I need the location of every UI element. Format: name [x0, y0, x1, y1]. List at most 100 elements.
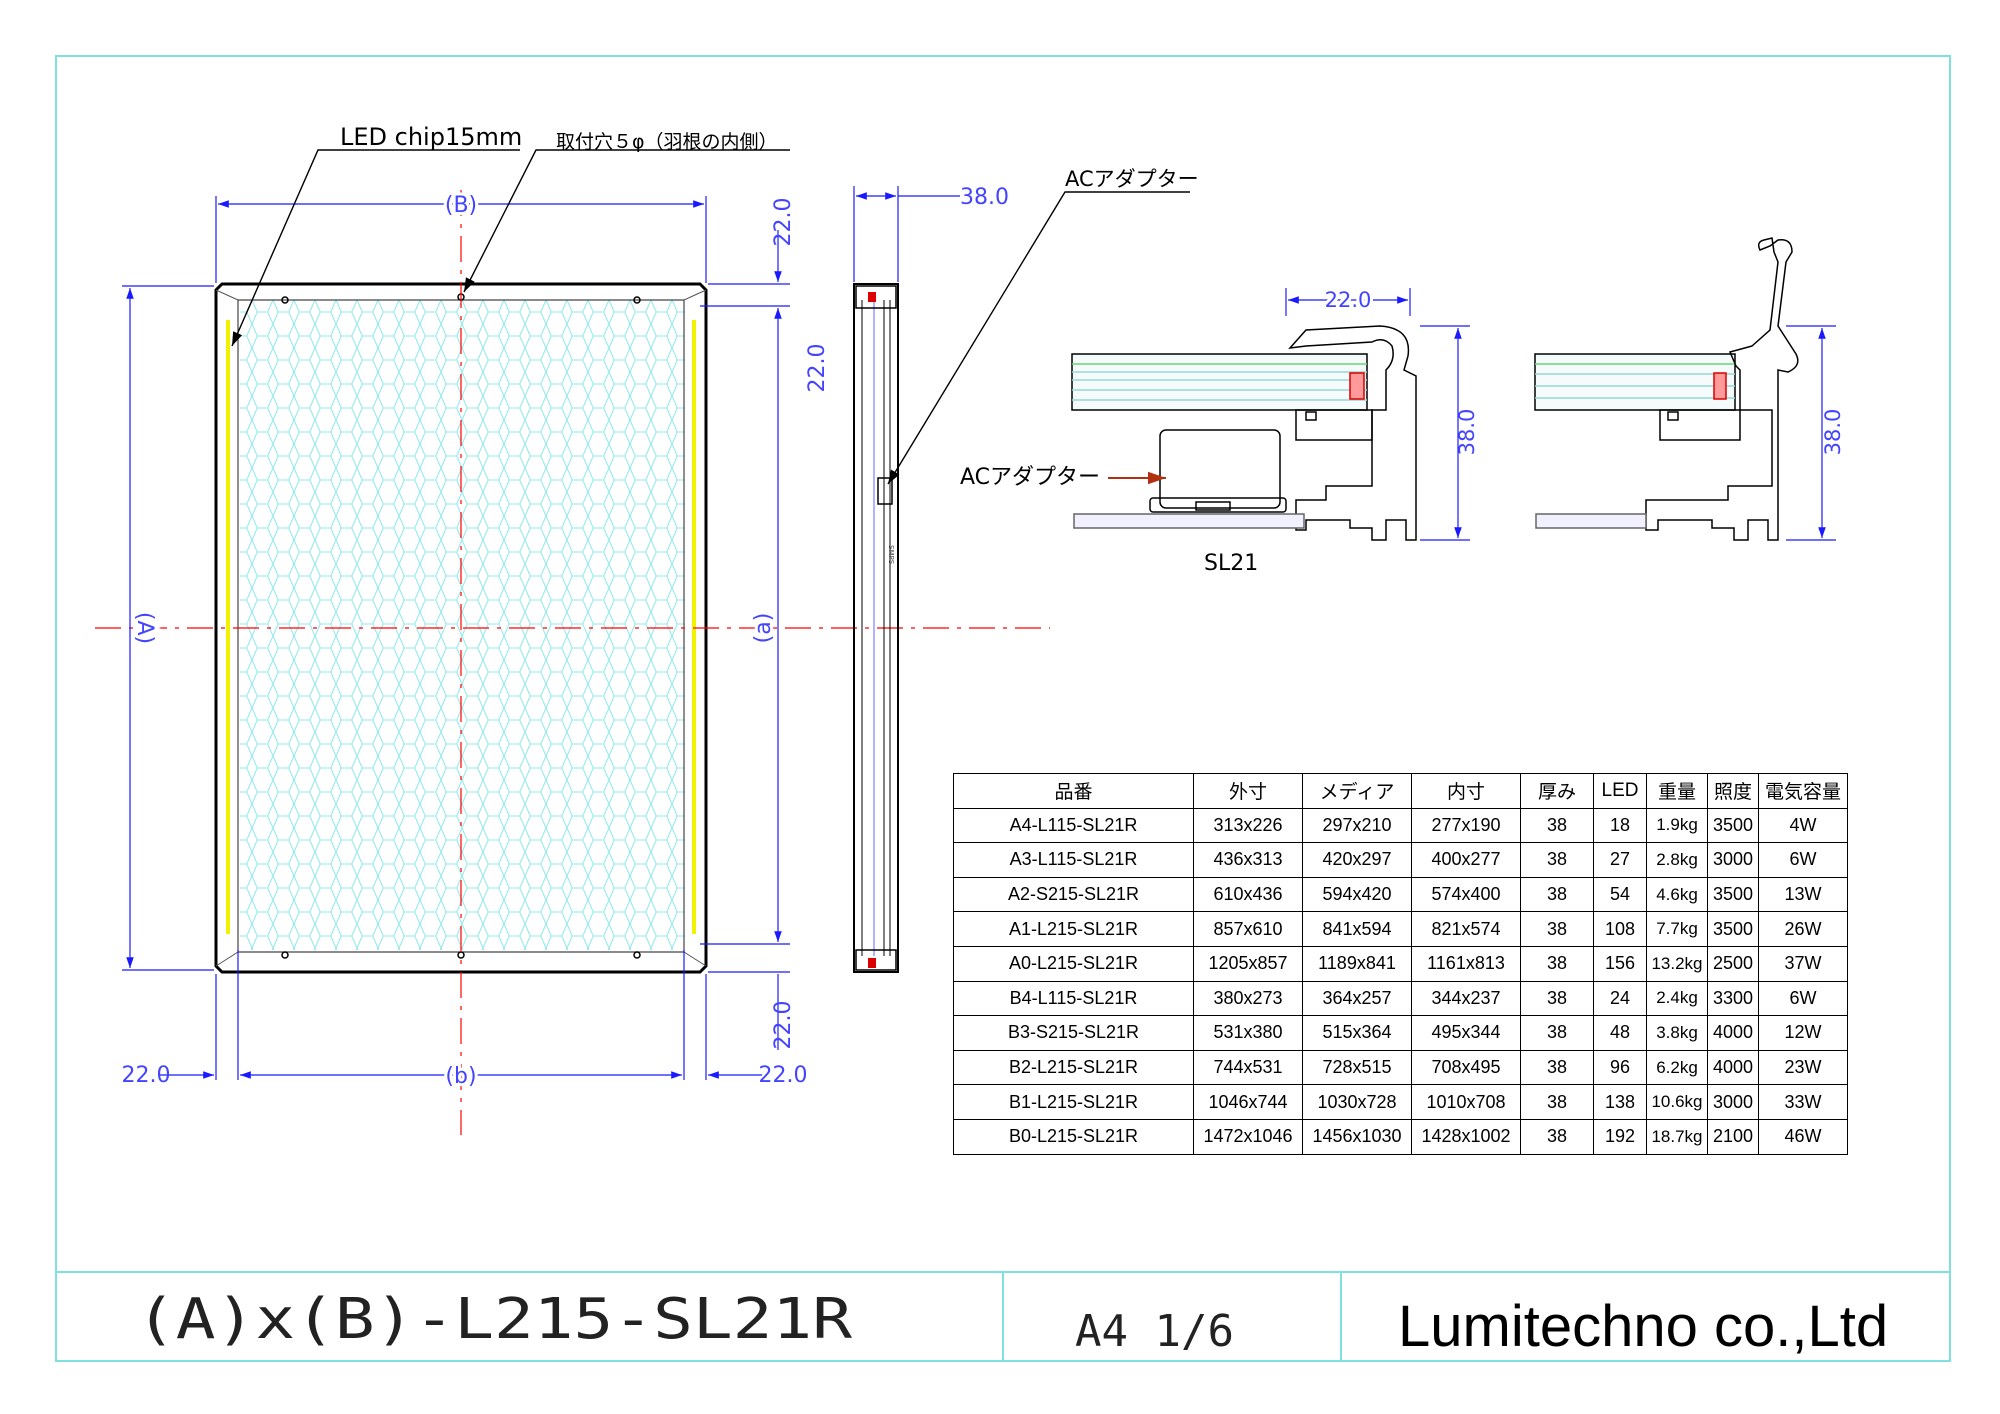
- table-cell: 495x344: [1411, 1015, 1521, 1051]
- table-cell: 3500: [1707, 911, 1759, 947]
- smps-mark: SMPS: [887, 545, 895, 565]
- dim-margin-right: 22.0: [759, 1063, 808, 1088]
- table-cell: 2.8kg: [1646, 842, 1708, 878]
- table-cell: 4000: [1707, 1015, 1759, 1051]
- table-cell: 12W: [1758, 1015, 1848, 1051]
- table-cell: 708x495: [1411, 1049, 1521, 1086]
- table-cell: 48: [1593, 1015, 1647, 1051]
- table-cell: 400x277: [1411, 842, 1521, 878]
- table-cell: B0-L215-SL21R: [953, 1118, 1194, 1155]
- column-header: LED: [1593, 773, 1647, 809]
- table-cell: 38: [1520, 980, 1594, 1017]
- dim-margin-bottom: 22.0: [771, 1001, 796, 1050]
- table-cell: 1046x744: [1193, 1084, 1303, 1120]
- table-cell: 420x297: [1302, 842, 1412, 878]
- table-cell: 1205x857: [1193, 945, 1303, 982]
- table-cell: 108: [1593, 911, 1647, 947]
- table-cell: 1161x813: [1411, 945, 1521, 982]
- table-cell: 594x420: [1302, 876, 1412, 913]
- dim-section1-height: 38.0: [1455, 409, 1479, 456]
- table-cell: 10.6kg: [1646, 1084, 1708, 1120]
- honeycomb-area: [240, 300, 685, 950]
- table-cell: 2500: [1707, 945, 1759, 982]
- column-header: 厚み: [1520, 773, 1594, 809]
- center-lines: [95, 190, 1050, 1135]
- label-ac-adapter-section: ACアダプター: [960, 465, 1100, 490]
- panel-front-view: [95, 190, 1050, 1135]
- table-cell: 4000: [1707, 1049, 1759, 1086]
- table-cell: 38: [1520, 1015, 1594, 1051]
- table-cell: 24: [1593, 980, 1647, 1017]
- table-cell: 3300: [1707, 980, 1759, 1017]
- title-part-number: (A)x(B)-L215-SL21R: [136, 1287, 852, 1352]
- table-cell: 38: [1520, 1118, 1594, 1155]
- table-cell: 18.7kg: [1646, 1118, 1708, 1155]
- table-cell: 3000: [1707, 1084, 1759, 1120]
- leader-ac-adapter: [887, 191, 1190, 485]
- column-header: 電気容量: [1758, 773, 1848, 809]
- spec-table: 品番 外寸 メディア 内寸 厚み LED 重量 照度 電気容量 A4-L115-…: [953, 773, 1848, 1155]
- column-header: 重量: [1646, 773, 1708, 809]
- table-cell: 156: [1593, 945, 1647, 982]
- cross-section-sl21: [1071, 325, 1417, 541]
- table-cell: 18: [1593, 807, 1647, 844]
- panel-side-view: [853, 283, 899, 973]
- table-cell: 380x273: [1193, 980, 1303, 1017]
- table-cell: 3000: [1707, 842, 1759, 878]
- dim-thickness: 38.0: [960, 185, 1009, 210]
- table-cell: 6.2kg: [1646, 1049, 1708, 1086]
- table-cell: 344x237: [1411, 980, 1521, 1017]
- table-cell: 2.4kg: [1646, 980, 1708, 1017]
- table-cell: A1-L215-SL21R: [953, 911, 1194, 947]
- dim-margin-top-inner: 22.0: [805, 344, 830, 393]
- table-cell: 857x610: [1193, 911, 1303, 947]
- table-cell: 27: [1593, 842, 1647, 878]
- table-cell: 297x210: [1302, 807, 1412, 844]
- table-cell: B3-S215-SL21R: [953, 1015, 1194, 1051]
- column-header: メディア: [1302, 773, 1412, 809]
- table-cell: 46W: [1758, 1118, 1848, 1155]
- table-cell: 841x594: [1302, 911, 1412, 947]
- table-cell: A0-L215-SL21R: [953, 945, 1194, 982]
- table-cell: 38: [1520, 1084, 1594, 1120]
- leader-lines: [231, 149, 790, 347]
- table-cell: 13W: [1758, 876, 1848, 913]
- table-cell: 436x313: [1193, 842, 1303, 878]
- column-header: 外寸: [1193, 773, 1303, 809]
- table-cell: 610x436: [1193, 876, 1303, 913]
- dim-section-width: 22.0: [1325, 288, 1372, 312]
- table-cell: 515x364: [1302, 1015, 1412, 1051]
- table-cell: 38: [1520, 911, 1594, 947]
- table-cell: 1428x1002: [1411, 1118, 1521, 1155]
- title-sheet: A4 1/6: [1075, 1306, 1234, 1357]
- dim-width-inner: (b): [445, 1064, 476, 1089]
- dim-height-inner: (a): [751, 613, 776, 644]
- table-cell: A2-S215-SL21R: [953, 876, 1194, 913]
- table-cell: B2-L215-SL21R: [953, 1049, 1194, 1086]
- table-cell: 1189x841: [1302, 945, 1412, 982]
- table-cell: 744x531: [1193, 1049, 1303, 1086]
- table-cell: 38: [1520, 876, 1594, 913]
- panel-outline: [214, 282, 708, 974]
- table-cell: 13.2kg: [1646, 945, 1708, 982]
- label-mount-hole: 取付穴５φ（羽根の内側）: [556, 131, 778, 153]
- table-cell: 313x226: [1193, 807, 1303, 844]
- title-company: Lumitechno co.,Ltd: [1398, 1294, 1888, 1359]
- cross-section-open: [1534, 237, 1799, 541]
- table-cell: 2100: [1707, 1118, 1759, 1155]
- label-led-chip: LED chip15mm: [340, 123, 522, 151]
- table-header-row: 品番 外寸 メディア 内寸 厚み LED 重量 照度 電気容量: [953, 773, 1848, 809]
- dimension-lines: [122, 196, 790, 1080]
- column-header: 内寸: [1411, 773, 1521, 809]
- led-strip-right: [692, 320, 696, 934]
